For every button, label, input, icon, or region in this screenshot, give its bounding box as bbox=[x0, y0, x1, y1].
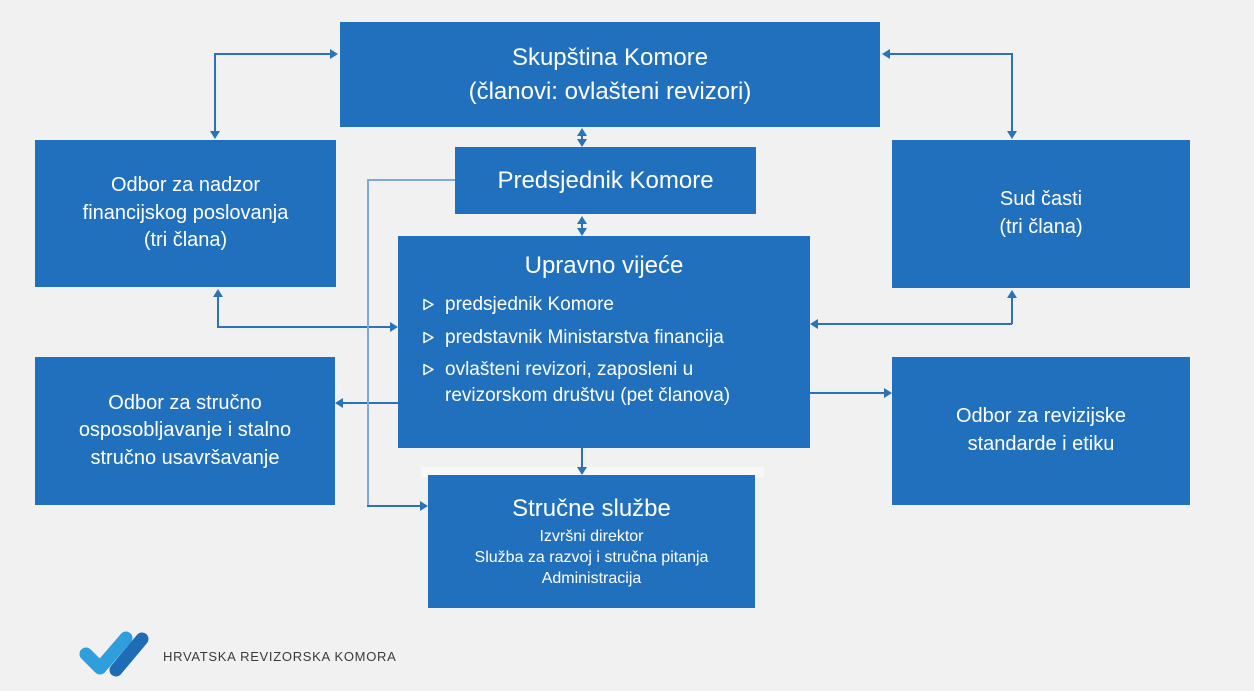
bullet-text: predsjednik Komore bbox=[445, 294, 614, 315]
arrowhead-down-icon bbox=[577, 228, 587, 236]
box-strucne-line1: Izvršni direktor bbox=[539, 528, 644, 546]
box-odbor-strucno-line1: Odbor za stručno bbox=[108, 391, 262, 414]
box-skupstina-line1: Skupština Komore bbox=[511, 44, 709, 72]
bullet-arrow-icon bbox=[423, 364, 434, 376]
bullet-arrow-icon bbox=[423, 298, 434, 311]
box-sud-casti-line2: (tri člana) bbox=[999, 216, 1083, 238]
box-predsjednik-label: Predsjednik Komore bbox=[497, 166, 714, 194]
arrowhead-right-icon bbox=[884, 388, 892, 398]
box-strucne-line3: Administracija bbox=[541, 569, 642, 587]
strucne-box-shadow bbox=[421, 467, 764, 477]
box-odbor-nadzor: Odbor za nadzor financijskog poslovanja … bbox=[35, 140, 336, 287]
hrk-logo-icon bbox=[79, 631, 149, 677]
bullet-arrow-icon bbox=[423, 331, 434, 343]
box-sud-casti: Sud časti (tri člana) bbox=[892, 140, 1190, 288]
box-odbor-strucno-line3: stručno usavršavanje bbox=[90, 446, 280, 469]
arrowhead-left-icon bbox=[335, 398, 343, 408]
arrowhead-right-icon bbox=[390, 322, 398, 332]
arrowhead-left-icon bbox=[810, 319, 818, 329]
arrowhead-up-icon bbox=[577, 128, 587, 136]
box-odbor-revizijske-line2: standarde i etiku bbox=[967, 433, 1115, 455]
box-upravno-title: Upravno vijeće bbox=[524, 252, 684, 279]
arrowhead-up-icon bbox=[213, 289, 223, 297]
box-odbor-nadzor-line3: (tri člana) bbox=[143, 229, 228, 252]
list-item: predstavnik Ministarstva financija bbox=[422, 325, 767, 351]
box-strucne-line2: Služba za razvoj i stručna pitanja bbox=[474, 549, 709, 567]
arrowhead-up-icon bbox=[577, 216, 587, 224]
arrowhead-down-icon bbox=[210, 131, 220, 139]
bullet-text: ovlašteni revizori, zaposleni u revizors… bbox=[445, 359, 731, 406]
box-predsjednik-komore: Predsjednik Komore bbox=[455, 147, 756, 214]
box-sud-casti-line1: Sud časti bbox=[999, 188, 1083, 211]
arrowhead-right-icon bbox=[330, 49, 338, 59]
box-skupstina-line2: (članovi: ovlašteni revizori) bbox=[468, 77, 752, 105]
arrowhead-up-icon bbox=[1007, 290, 1017, 298]
arrowhead-down-icon bbox=[577, 139, 587, 147]
box-odbor-revizijske-line1: Odbor za revizijske bbox=[955, 405, 1127, 428]
arrowhead-left-icon bbox=[882, 49, 890, 59]
box-odbor-nadzor-line1: Odbor za nadzor bbox=[111, 174, 260, 197]
arrowhead-down-icon bbox=[1007, 131, 1017, 139]
list-item: ovlašteni revizori, zaposleni u revizors… bbox=[422, 357, 767, 408]
box-odbor-strucno: Odbor za stručno osposobljavanje i staln… bbox=[35, 357, 335, 505]
box-odbor-strucno-line2: osposobljavanje i stalno bbox=[78, 419, 292, 442]
box-odbor-revizijske: Odbor za revizijske standarde i etiku bbox=[892, 357, 1190, 505]
logo-slash-stroke bbox=[109, 632, 149, 677]
arrowhead-down-icon bbox=[577, 467, 587, 475]
box-upravno-vijece: Upravno vijeće predsjednik Komore predst… bbox=[398, 236, 810, 448]
box-strucne-sluzbe: Stručne službe Izvršni direktor Služba z… bbox=[428, 475, 755, 608]
box-odbor-nadzor-line2: financijskog poslovanja bbox=[82, 201, 289, 224]
upravno-bullet-list: predsjednik Komore predstavnik Ministars… bbox=[398, 292, 767, 416]
footer-logo-text: HRVATSKA REVIZORSKA KOMORA bbox=[163, 649, 397, 664]
logo-check-stroke bbox=[79, 631, 133, 675]
bullet-text: predstavnik Ministarstva financija bbox=[445, 326, 724, 348]
box-strucne-title: Stručne službe bbox=[512, 495, 671, 523]
list-item: predsjednik Komore bbox=[422, 292, 767, 318]
box-skupstina-komore: Skupština Komore (članovi: ovlašteni rev… bbox=[340, 22, 880, 127]
arrowhead-right-icon bbox=[420, 501, 428, 511]
